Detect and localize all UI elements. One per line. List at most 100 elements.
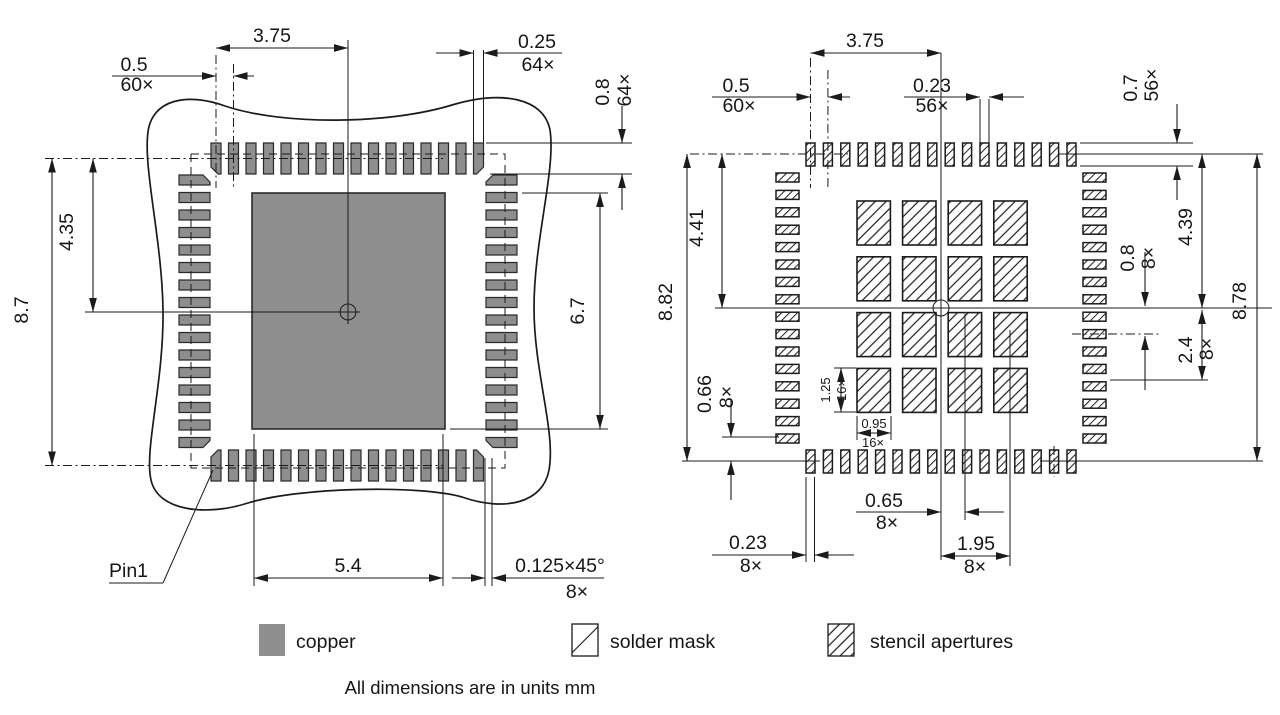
copper-pad [485, 314, 518, 326]
copper-pad [485, 191, 518, 204]
copper-solder-mask-view: 3.75 0.5 60× 0.25 64× 0.8 64× 4.35 8.7 6… [11, 25, 636, 603]
thermal-aperture [856, 367, 892, 414]
stencil-aperture [1082, 207, 1107, 218]
copper-pad [178, 419, 211, 431]
stencil-aperture [822, 449, 834, 474]
stencil-aperture [1082, 224, 1107, 235]
thermal-aperture [901, 200, 937, 246]
stencil-aperture [775, 433, 800, 444]
legend-solder-mask-label: solder mask [610, 631, 715, 653]
dim-pad-pitch-label: 0.5 [120, 54, 147, 76]
stencil-aperture [874, 142, 886, 167]
stencil-aperture [840, 449, 851, 474]
stencil-aperture [775, 189, 800, 201]
stencil-aperture [775, 241, 800, 253]
copper-pad [178, 174, 211, 186]
thermal-aperture [992, 255, 1028, 302]
dim-pad-width-count: 64× [521, 54, 554, 76]
stencil-aperture [1082, 276, 1107, 288]
stencil-aperture [874, 449, 886, 474]
dim-chamfer-count: 8× [566, 581, 588, 603]
dim-full-height-left-label: 8.82 [655, 283, 677, 321]
dim-aperture-width-count: 56× [915, 95, 948, 117]
pin1-label: Pin1 [109, 560, 148, 582]
center-anchor [932, 299, 950, 317]
stencil-aperture [775, 398, 800, 409]
copper-pad [472, 142, 485, 175]
dim-aperture-width-label: 0.23 [913, 75, 951, 97]
stencil-aperture [1082, 381, 1107, 392]
dim-square-width-label: 0.95 [861, 416, 886, 431]
stencil-aperture [1031, 449, 1042, 474]
center-anchor [339, 303, 357, 321]
dim-aperture-width2-count: 8× [740, 555, 762, 577]
stencil-aperture [1082, 433, 1107, 444]
pcb-blob-outline [146, 96, 552, 511]
stencil-aperture [892, 142, 903, 167]
copper-pad [485, 436, 518, 449]
stencil-aperture [775, 294, 800, 305]
dim-square-height-label: 1.25 [818, 377, 833, 402]
stencil-aperture [775, 224, 800, 235]
stencil-apertures-swatch [827, 623, 855, 657]
stencil-aperture [857, 449, 868, 474]
dim-pad-center-span-label: 3.75 [253, 25, 291, 47]
copper-pad [485, 174, 518, 186]
stencil-aperture [944, 449, 955, 474]
stencil-aperture [1048, 142, 1060, 167]
thermal-pad-aperture-grid [856, 200, 1028, 414]
copper-pad [485, 384, 518, 396]
legend-copper-label: copper [296, 631, 356, 653]
copper-pad [485, 261, 518, 274]
stencil-aperture [1082, 294, 1107, 305]
stencil-aperture [775, 381, 800, 392]
stencil-aperture [775, 328, 800, 340]
dim-central-pad-height-label: 6.7 [567, 297, 589, 324]
dim-pad-length-label: 0.8 [592, 78, 614, 105]
thermal-aperture [901, 311, 937, 358]
copper-pad [178, 384, 211, 396]
stencil-aperture [892, 449, 903, 474]
dim-offset-24-label: 2.4 [1175, 336, 1197, 363]
copper-pad [178, 366, 211, 379]
stencil-aperture [1014, 449, 1025, 474]
stencil-aperture [927, 142, 938, 167]
dim-aperture-length-count: 56× [1141, 68, 1163, 101]
dim-aperture-pitch-count: 60× [722, 95, 755, 117]
stencil-aperture [775, 346, 800, 357]
perimeter-copper-pads [178, 142, 518, 482]
dim-offset-08-count: 8× [1138, 247, 1160, 269]
copper-pad [437, 142, 450, 175]
stencil-aperture [775, 276, 800, 288]
copper-pad [485, 226, 518, 239]
stencil-aperture [775, 363, 800, 375]
dim-gap-066-label: 0.66 [694, 375, 716, 413]
solder-mask-swatch [571, 623, 599, 657]
thermal-aperture [901, 255, 937, 302]
perimeter-stencil-apertures [775, 142, 1107, 474]
dim-offset-195-label: 1.95 [957, 533, 995, 555]
thermal-aperture [856, 311, 892, 358]
dim-half-height-right-label: 4.39 [1175, 208, 1197, 246]
stencil-aperture [944, 142, 955, 167]
dim-half-height-label: 4.35 [56, 213, 78, 251]
stencil-aperture [961, 449, 973, 474]
dim-offset-065-count: 8× [876, 512, 898, 534]
copper-pad [472, 449, 485, 482]
dim-chamfer-label: 0.125×45° [515, 555, 605, 577]
stencil-aperture [775, 259, 800, 270]
stencil-aperture [1082, 241, 1107, 253]
dim-aperture-pitch-label: 0.5 [722, 75, 749, 97]
thermal-aperture [992, 200, 1028, 246]
legend-stencil-label: stencil apertures [870, 631, 1013, 653]
stencil-aperture [996, 142, 1008, 167]
stencil-aperture [927, 449, 938, 474]
stencil-aperture [909, 449, 921, 474]
dim-half-height-left-label: 4.41 [686, 209, 708, 247]
stencil-aperture [1082, 363, 1107, 375]
dim-offset-08-label: 0.8 [1117, 244, 1139, 271]
copper-pad [178, 349, 211, 361]
stencil-aperture [1082, 172, 1107, 183]
stencil-aperture [979, 142, 990, 167]
